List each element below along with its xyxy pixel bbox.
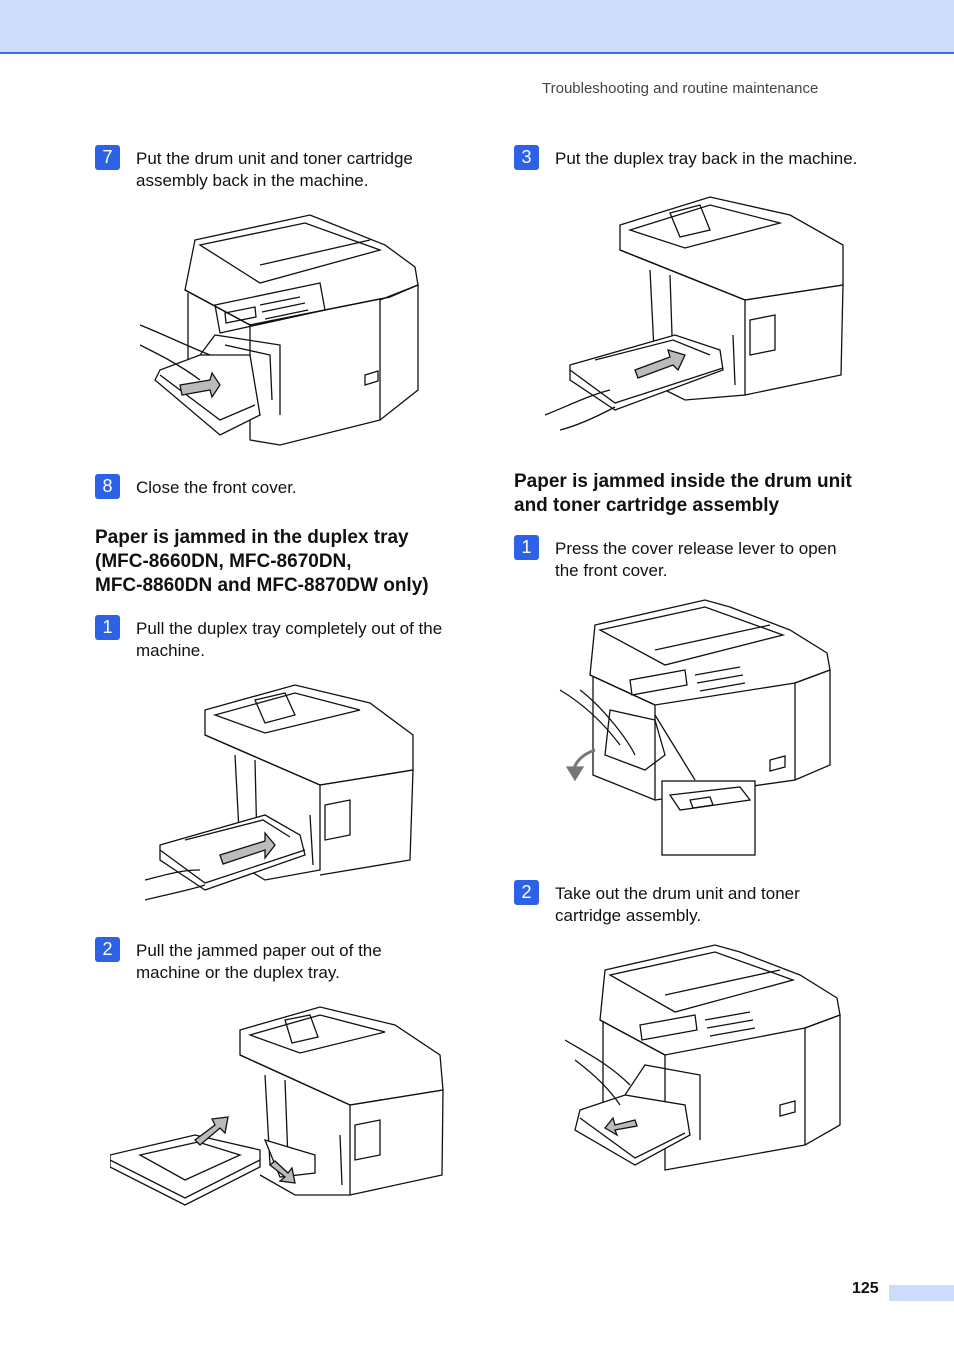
step-number-badge: 7 <box>95 145 120 170</box>
step-text: Put the drum unit and toner cartridge as… <box>136 149 413 190</box>
running-title: Troubleshooting and routine maintenance <box>542 80 819 97</box>
step-text: Pull the jammed paper out of the machine… <box>136 941 382 982</box>
step-text: Take out the drum unit and toner cartrid… <box>555 884 800 925</box>
step-2-drum: 2 Take out the drum unit and toner cartr… <box>514 880 894 930</box>
printer-illustration-duplex-pull-out <box>145 684 414 901</box>
footer-band <box>889 1285 954 1301</box>
step-2-duplex: 2 Pull the jammed paper out of the machi… <box>95 937 475 987</box>
printer-illustration-drum-removal <box>565 944 841 1171</box>
step-number-badge: 3 <box>514 145 539 170</box>
step-number-badge: 1 <box>514 535 539 560</box>
printer-illustration-front-cover-release <box>559 599 831 856</box>
page-number: 125 <box>852 1280 879 1297</box>
step-1-drum: 1 Press the cover release lever to open … <box>514 535 894 585</box>
step-number-badge: 2 <box>95 937 120 962</box>
step-3-duplex: 3 Put the duplex tray back in the machin… <box>514 145 894 173</box>
step-number-badge: 1 <box>95 615 120 640</box>
printer-illustration-jammed-paper <box>110 1006 444 1206</box>
section-heading-duplex-jam: Paper is jammed in the duplex tray (MFC-… <box>95 527 429 596</box>
step-text: Put the duplex tray back in the machine. <box>555 149 858 168</box>
step-8: 8 Close the front cover. <box>95 474 475 502</box>
step-text: Close the front cover. <box>136 478 297 497</box>
printer-illustration-duplex-reinsert <box>545 196 844 431</box>
step-number-badge: 2 <box>514 880 539 905</box>
step-text: Pull the duplex tray completely out of t… <box>136 619 443 660</box>
step-7: 7 Put the drum unit and toner cartridge … <box>95 145 475 195</box>
section-heading-drum-jam: Paper is jammed inside the drum unit and… <box>514 471 852 516</box>
step-1-duplex: 1 Pull the duplex tray completely out of… <box>95 615 475 665</box>
printer-illustration-drum-insert <box>140 214 419 446</box>
step-number-badge: 8 <box>95 474 120 499</box>
header-band <box>0 0 954 54</box>
step-text: Press the cover release lever to open th… <box>555 539 837 580</box>
